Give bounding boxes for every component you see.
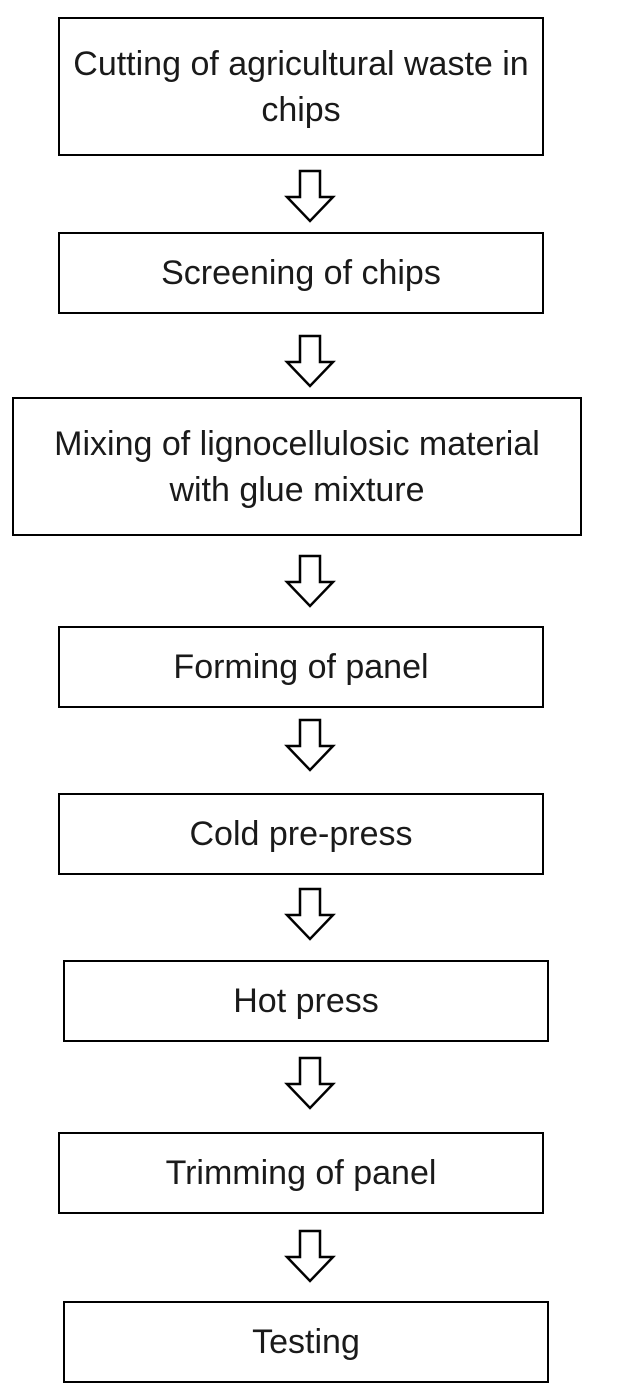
step-forming: Forming of panel [58,626,544,708]
down-arrow-icon [282,1228,338,1284]
step-testing: Testing [63,1301,549,1383]
step-screening: Screening of chips [58,232,544,314]
down-arrow-icon [282,333,338,389]
step-hot-press: Hot press [63,960,549,1042]
step-cold-pre-press: Cold pre-press [58,793,544,875]
step-cutting: Cutting of agricultural waste in chips [58,17,544,156]
step-trimming: Trimming of panel [58,1132,544,1214]
down-arrow-icon [282,1055,338,1111]
step-mixing: Mixing of lignocellulosic material with … [12,397,582,536]
down-arrow-icon [282,553,338,609]
down-arrow-icon [282,168,338,224]
down-arrow-icon [282,717,338,773]
down-arrow-icon [282,886,338,942]
